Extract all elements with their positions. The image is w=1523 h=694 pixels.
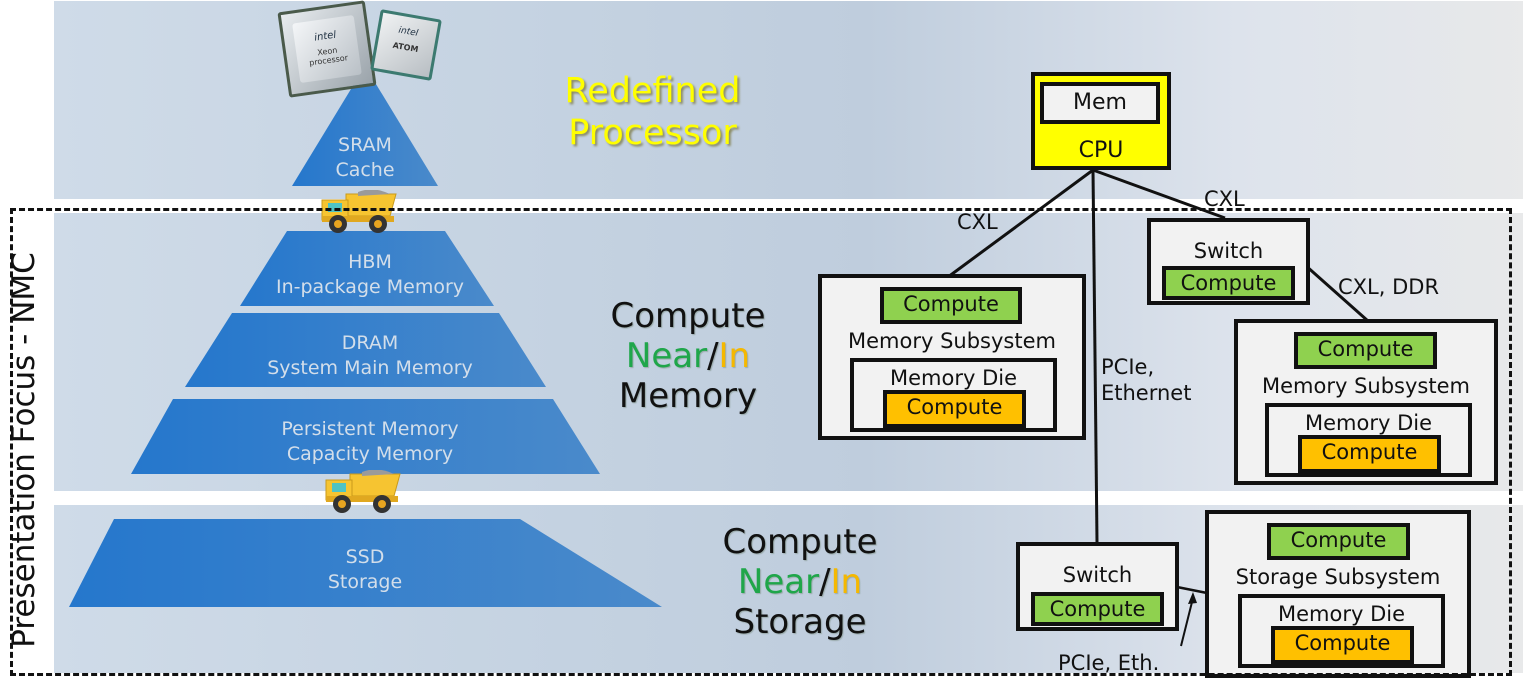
cpu-box[interactable]: Mem CPU xyxy=(1031,72,1171,170)
tier-ssd-line2: Storage xyxy=(327,571,403,593)
dump-truck-icon xyxy=(325,470,401,513)
storage-die-label: Memory Die xyxy=(1277,602,1405,626)
mem-left-near-compute[interactable]: Compute xyxy=(880,287,1022,324)
switch-top-compute[interactable]: Compute xyxy=(1162,266,1295,300)
slash: / xyxy=(707,336,719,376)
cxl-label-right: CXL xyxy=(1204,187,1245,211)
mem-right-die-box[interactable]: Memory Die Compute xyxy=(1265,403,1472,477)
memory-subsystem-left[interactable]: Compute Memory Subsystem Memory Die Comp… xyxy=(818,274,1086,440)
mem-right-near-compute[interactable]: Compute xyxy=(1294,332,1437,369)
cxl-ddr-label: CXL, DDR xyxy=(1338,275,1440,299)
tier-sram-line2: Cache xyxy=(335,159,395,181)
title-line2: Processor xyxy=(568,113,737,153)
tier-hbm xyxy=(240,231,494,306)
tier-dram-line2: System Main Memory xyxy=(267,357,473,379)
atom-chip-name: ATOM xyxy=(392,40,420,55)
memory-line3: Memory xyxy=(618,376,758,416)
memory-subsystem-right[interactable]: Compute Memory Subsystem Memory Die Comp… xyxy=(1234,319,1498,485)
cpu-mem-box[interactable]: Mem xyxy=(1040,82,1160,124)
pcie-ethernet-label: PCIe, Ethernet xyxy=(1101,354,1191,406)
tier-hbm-label: HBM In-package Memory xyxy=(260,250,480,300)
mem-left-die-label: Memory Die xyxy=(889,366,1017,390)
mem-right-die-label: Memory Die xyxy=(1304,411,1432,435)
mem-left-in-compute[interactable]: Compute xyxy=(883,390,1026,428)
storage-line1: Compute xyxy=(722,522,878,562)
pcie-eth-label: PCIe, Eth. xyxy=(1058,651,1160,675)
tier-ssd-line1: SSD xyxy=(345,546,385,568)
switch-top-label: Switch xyxy=(1193,239,1264,263)
near-label: Near xyxy=(737,562,820,602)
tier-dram-line1: DRAM xyxy=(341,332,399,354)
tier-persistent-label: Persistent Memory Capacity Memory xyxy=(230,417,510,467)
tier-ssd xyxy=(69,519,662,607)
compute-near-in-memory: Compute Near/In Memory xyxy=(578,296,798,416)
storage-line3: Storage xyxy=(733,602,867,642)
mem-left-label: Memory Subsystem xyxy=(848,329,1056,353)
presentation-focus-box xyxy=(10,208,1512,676)
tier-hbm-line1: HBM xyxy=(348,251,392,273)
storage-in-compute[interactable]: Compute xyxy=(1271,626,1414,664)
mem-left-die-box[interactable]: Memory Die Compute xyxy=(850,358,1057,432)
xeon-chip-icon: intel Xeon processor xyxy=(277,0,377,98)
tier-persistent-line2: Capacity Memory xyxy=(286,443,454,465)
cpu-label: CPU xyxy=(1078,138,1124,163)
tier-ssd-label: SSD Storage xyxy=(280,545,450,595)
pcie-line2: Ethernet xyxy=(1101,381,1192,405)
memory-line1: Compute xyxy=(610,296,766,336)
redefined-processor-title: Redefined Processor xyxy=(545,70,760,154)
storage-label: Storage Subsystem xyxy=(1235,565,1441,589)
compute-near-in-storage: Compute Near/In Storage xyxy=(690,522,910,642)
in-label: In xyxy=(830,562,863,602)
tier-dram xyxy=(185,313,546,387)
near-label: Near xyxy=(625,336,708,376)
presentation-focus-label: Presentation Focus - NMC xyxy=(6,252,42,648)
tier-sram xyxy=(292,66,438,186)
slash: / xyxy=(819,562,831,602)
tier-sram-line1: SRAM xyxy=(338,134,392,156)
mem-right-in-compute[interactable]: Compute xyxy=(1298,435,1441,473)
switch-bottom-compute[interactable]: Compute xyxy=(1031,592,1164,626)
cxl-label-left: CXL xyxy=(957,210,998,234)
atom-chip-icon: intel ATOM xyxy=(370,9,442,81)
storage-subsystem[interactable]: Compute Storage Subsystem Memory Die Com… xyxy=(1205,510,1471,678)
tier-sram-label: SRAM Cache xyxy=(300,133,430,183)
tier-persistent xyxy=(131,399,600,474)
switch-bottom-label: Switch xyxy=(1062,563,1133,587)
storage-die-box[interactable]: Memory Die Compute xyxy=(1238,594,1445,668)
in-label: In xyxy=(718,336,751,376)
switch-bottom-box[interactable]: Switch Compute xyxy=(1016,542,1179,631)
tier-persistent-line1: Persistent Memory xyxy=(281,418,459,440)
storage-near-compute[interactable]: Compute xyxy=(1267,523,1410,560)
pcie-line1: PCIe, xyxy=(1101,355,1155,379)
mem-right-label: Memory Subsystem xyxy=(1262,374,1470,398)
tier-dram-label: DRAM System Main Memory xyxy=(230,331,510,381)
tier-hbm-line2: In-package Memory xyxy=(275,276,465,298)
switch-top-box[interactable]: Switch Compute xyxy=(1147,218,1310,305)
title-line1: Redefined xyxy=(564,71,741,111)
